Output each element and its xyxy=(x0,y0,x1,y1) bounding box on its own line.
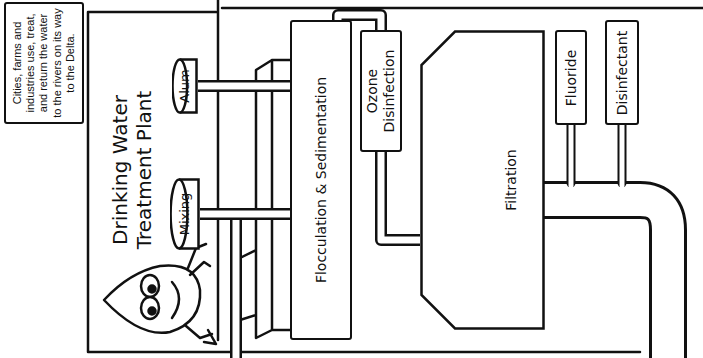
pipe-inner xyxy=(200,211,290,218)
pipe-connector xyxy=(198,86,290,87)
node-label: Mixing xyxy=(177,193,193,236)
node-label: Ozone Disinfection xyxy=(364,36,398,146)
plant-title: Drinking Water Treatment Plant xyxy=(104,60,160,280)
pipe-connector xyxy=(381,152,420,240)
filter-box: Filtration xyxy=(420,30,545,330)
tank-steps xyxy=(240,60,290,338)
node-label: Filtration xyxy=(502,149,519,210)
chemical-box: Disinfectant xyxy=(605,20,639,125)
filter-body xyxy=(422,32,544,329)
node-label: Alum xyxy=(177,69,193,102)
pipe-outline xyxy=(198,80,290,92)
node-label: Fluoride xyxy=(563,49,580,106)
pipe-inner xyxy=(381,152,420,240)
chemical-box: Fluoride xyxy=(555,30,587,125)
plant-frame xyxy=(88,0,703,352)
outlet-pipe-inner xyxy=(545,200,668,358)
node-label: Disinfectant xyxy=(614,30,631,114)
node-label: Cities, farms and industries use, treat,… xyxy=(11,8,77,118)
pipe-inner xyxy=(198,83,290,90)
chemical-tank: Alum xyxy=(172,58,198,114)
water-drop-mascot xyxy=(104,244,216,344)
inlet-pipe-inner xyxy=(233,215,240,358)
process-box: Flocculation & Sedimentation xyxy=(290,20,352,340)
pipe-outline xyxy=(200,208,290,220)
fluoride-feed-inner xyxy=(569,125,574,186)
process-box: Ozone Disinfection xyxy=(360,30,402,152)
pipe-outline xyxy=(381,152,420,240)
title-text: Drinking Water Treatment Plant xyxy=(108,70,156,270)
inlet-pipe-outline xyxy=(230,215,242,358)
disinfectant-feed-inner xyxy=(620,125,625,186)
pipe-connector xyxy=(200,214,290,215)
filter-outline xyxy=(420,30,545,330)
mixing-tank: Mixing xyxy=(170,178,200,250)
node-label: Flocculation & Sedimentation xyxy=(313,77,330,283)
note-box: Cities, farms and industries use, treat,… xyxy=(4,2,84,124)
outlet-pipe-outline xyxy=(545,200,668,358)
